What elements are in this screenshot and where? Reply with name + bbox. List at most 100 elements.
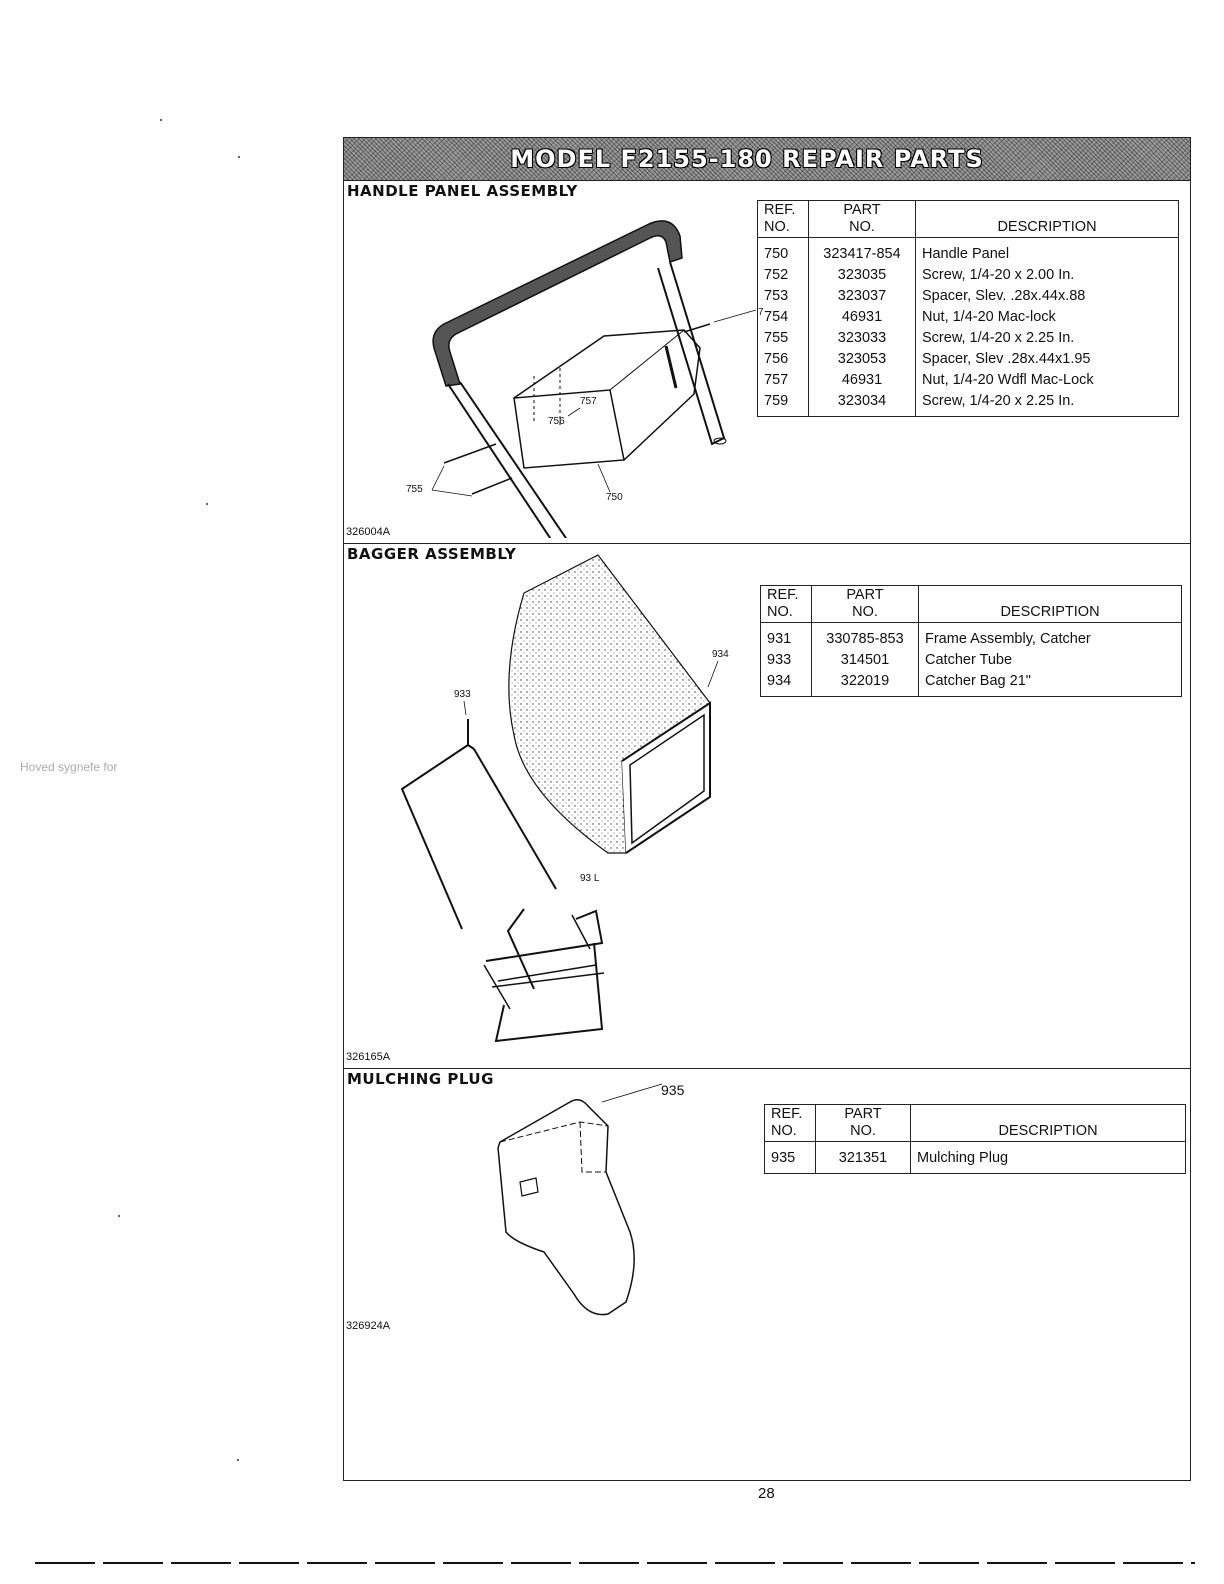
- part-cell: 323417-854: [808, 237, 916, 265]
- callout-934: 934: [712, 649, 729, 660]
- scan-artifact-text: Hoved sygnefe for: [20, 760, 118, 774]
- ref-cell: 933: [767, 652, 792, 668]
- part-cell: 323037: [808, 286, 916, 307]
- part-cell: 322019: [811, 671, 919, 697]
- callout-756: 756: [548, 416, 565, 427]
- description-cell: Nut, 1/4-20 Wdfl Mac-Lock: [915, 370, 1179, 391]
- ref-cell: 935: [771, 1150, 796, 1166]
- left-handle-tube: [447, 383, 552, 538]
- ref-cell: 934: [767, 673, 792, 689]
- description-cell: Spacer, Slev. .28x.44x.88: [915, 286, 1179, 307]
- handle-panel-section: HANDLE PANEL ASSEMBLY 759 757: [344, 180, 1190, 544]
- part-cell: 323033: [808, 328, 916, 349]
- catcher-frame: [485, 908, 604, 1043]
- ref-cell: 754: [764, 309, 789, 325]
- description-cell: Catcher Bag 21": [918, 671, 1182, 697]
- bag-opening: [621, 701, 711, 854]
- ref-cell: 757: [764, 372, 789, 388]
- col-ref: REF.NO.: [757, 200, 809, 238]
- callout-931: 93 L: [580, 873, 600, 884]
- scan-speck: [237, 1459, 239, 1461]
- mulching-plug: [497, 1099, 635, 1316]
- ref-cell: 759: [764, 393, 789, 409]
- description-cell: Frame Assembly, Catcher: [918, 622, 1182, 650]
- scan-speck: [206, 503, 208, 505]
- scan-speck: [238, 156, 240, 158]
- callout-750: 750: [606, 492, 623, 503]
- part-cell: 46931: [808, 307, 916, 328]
- part-cell: 321351: [815, 1141, 911, 1174]
- mulching-plug-diagram: [497, 1083, 663, 1316]
- section-title: MULCHING PLUG: [347, 1070, 494, 1088]
- section-title: BAGGER ASSEMBLY: [347, 545, 517, 563]
- ref-cell: 756: [764, 351, 789, 367]
- handle-panel-box: [513, 389, 625, 469]
- part-cell: 323035: [808, 265, 916, 286]
- description-cell: Handle Panel: [915, 237, 1179, 265]
- description-cell: Screw, 1/4-20 x 2.25 In.: [915, 328, 1179, 349]
- callout-759: 759: [758, 307, 764, 318]
- screw-759: [683, 323, 711, 333]
- ref-cell: 931: [767, 631, 792, 647]
- col-description: DESCRIPTION: [918, 585, 1182, 623]
- handle-grip: [432, 220, 683, 387]
- screw-755: [443, 443, 497, 464]
- col-ref: REF.NO.: [764, 1104, 816, 1142]
- part-cell: 323053: [808, 349, 916, 370]
- description-cell: Nut, 1/4-20 Mac-lock: [915, 307, 1179, 328]
- scan-edge-line: [35, 1562, 1195, 1564]
- description-cell: Catcher Tube: [918, 650, 1182, 671]
- scan-speck: [160, 119, 162, 121]
- description-cell: Screw, 1/4-20 x 2.25 In.: [915, 391, 1179, 417]
- ref-cell: 755: [764, 330, 789, 346]
- section-title: HANDLE PANEL ASSEMBLY: [347, 182, 578, 200]
- title-banner: MODEL F2155-180 REPAIR PARTS: [344, 138, 1190, 181]
- part-cell: 330785-853: [811, 622, 919, 650]
- figure-code: 326924A: [346, 1320, 391, 1332]
- callout-755: 755: [406, 484, 423, 495]
- figure-code: 326165A: [346, 1051, 391, 1063]
- description-cell: Spacer, Slev .28x.44x1.95: [915, 349, 1179, 370]
- catcher-bag: [508, 554, 711, 854]
- callout-933: 933: [454, 689, 471, 700]
- figure-code: 326004A: [346, 526, 391, 538]
- bagger-section: BAGGER ASSEMBLY 934 933 93 L: [344, 543, 1190, 1069]
- part-cell: 46931: [808, 370, 916, 391]
- repair-parts-frame: MODEL F2155-180 REPAIR PARTS HANDLE PANE…: [343, 137, 1191, 1481]
- callout-757: 757: [580, 396, 597, 407]
- scan-speck: [118, 1215, 120, 1217]
- bagger-diagram: 934 933 93 L: [400, 554, 729, 1043]
- callout-935: 935: [661, 1082, 685, 1098]
- col-description: DESCRIPTION: [915, 200, 1179, 238]
- handle-panel-diagram: 759 757 756 755 750: [406, 220, 764, 538]
- page-title: MODEL F2155-180 REPAIR PARTS: [510, 145, 984, 173]
- part-cell: 323034: [808, 391, 916, 417]
- ref-cell: 750: [764, 246, 789, 262]
- col-description: DESCRIPTION: [910, 1104, 1186, 1142]
- page-number: 28: [758, 1485, 775, 1502]
- right-handle-tube: [657, 261, 726, 446]
- description-cell: Mulching Plug: [910, 1141, 1186, 1174]
